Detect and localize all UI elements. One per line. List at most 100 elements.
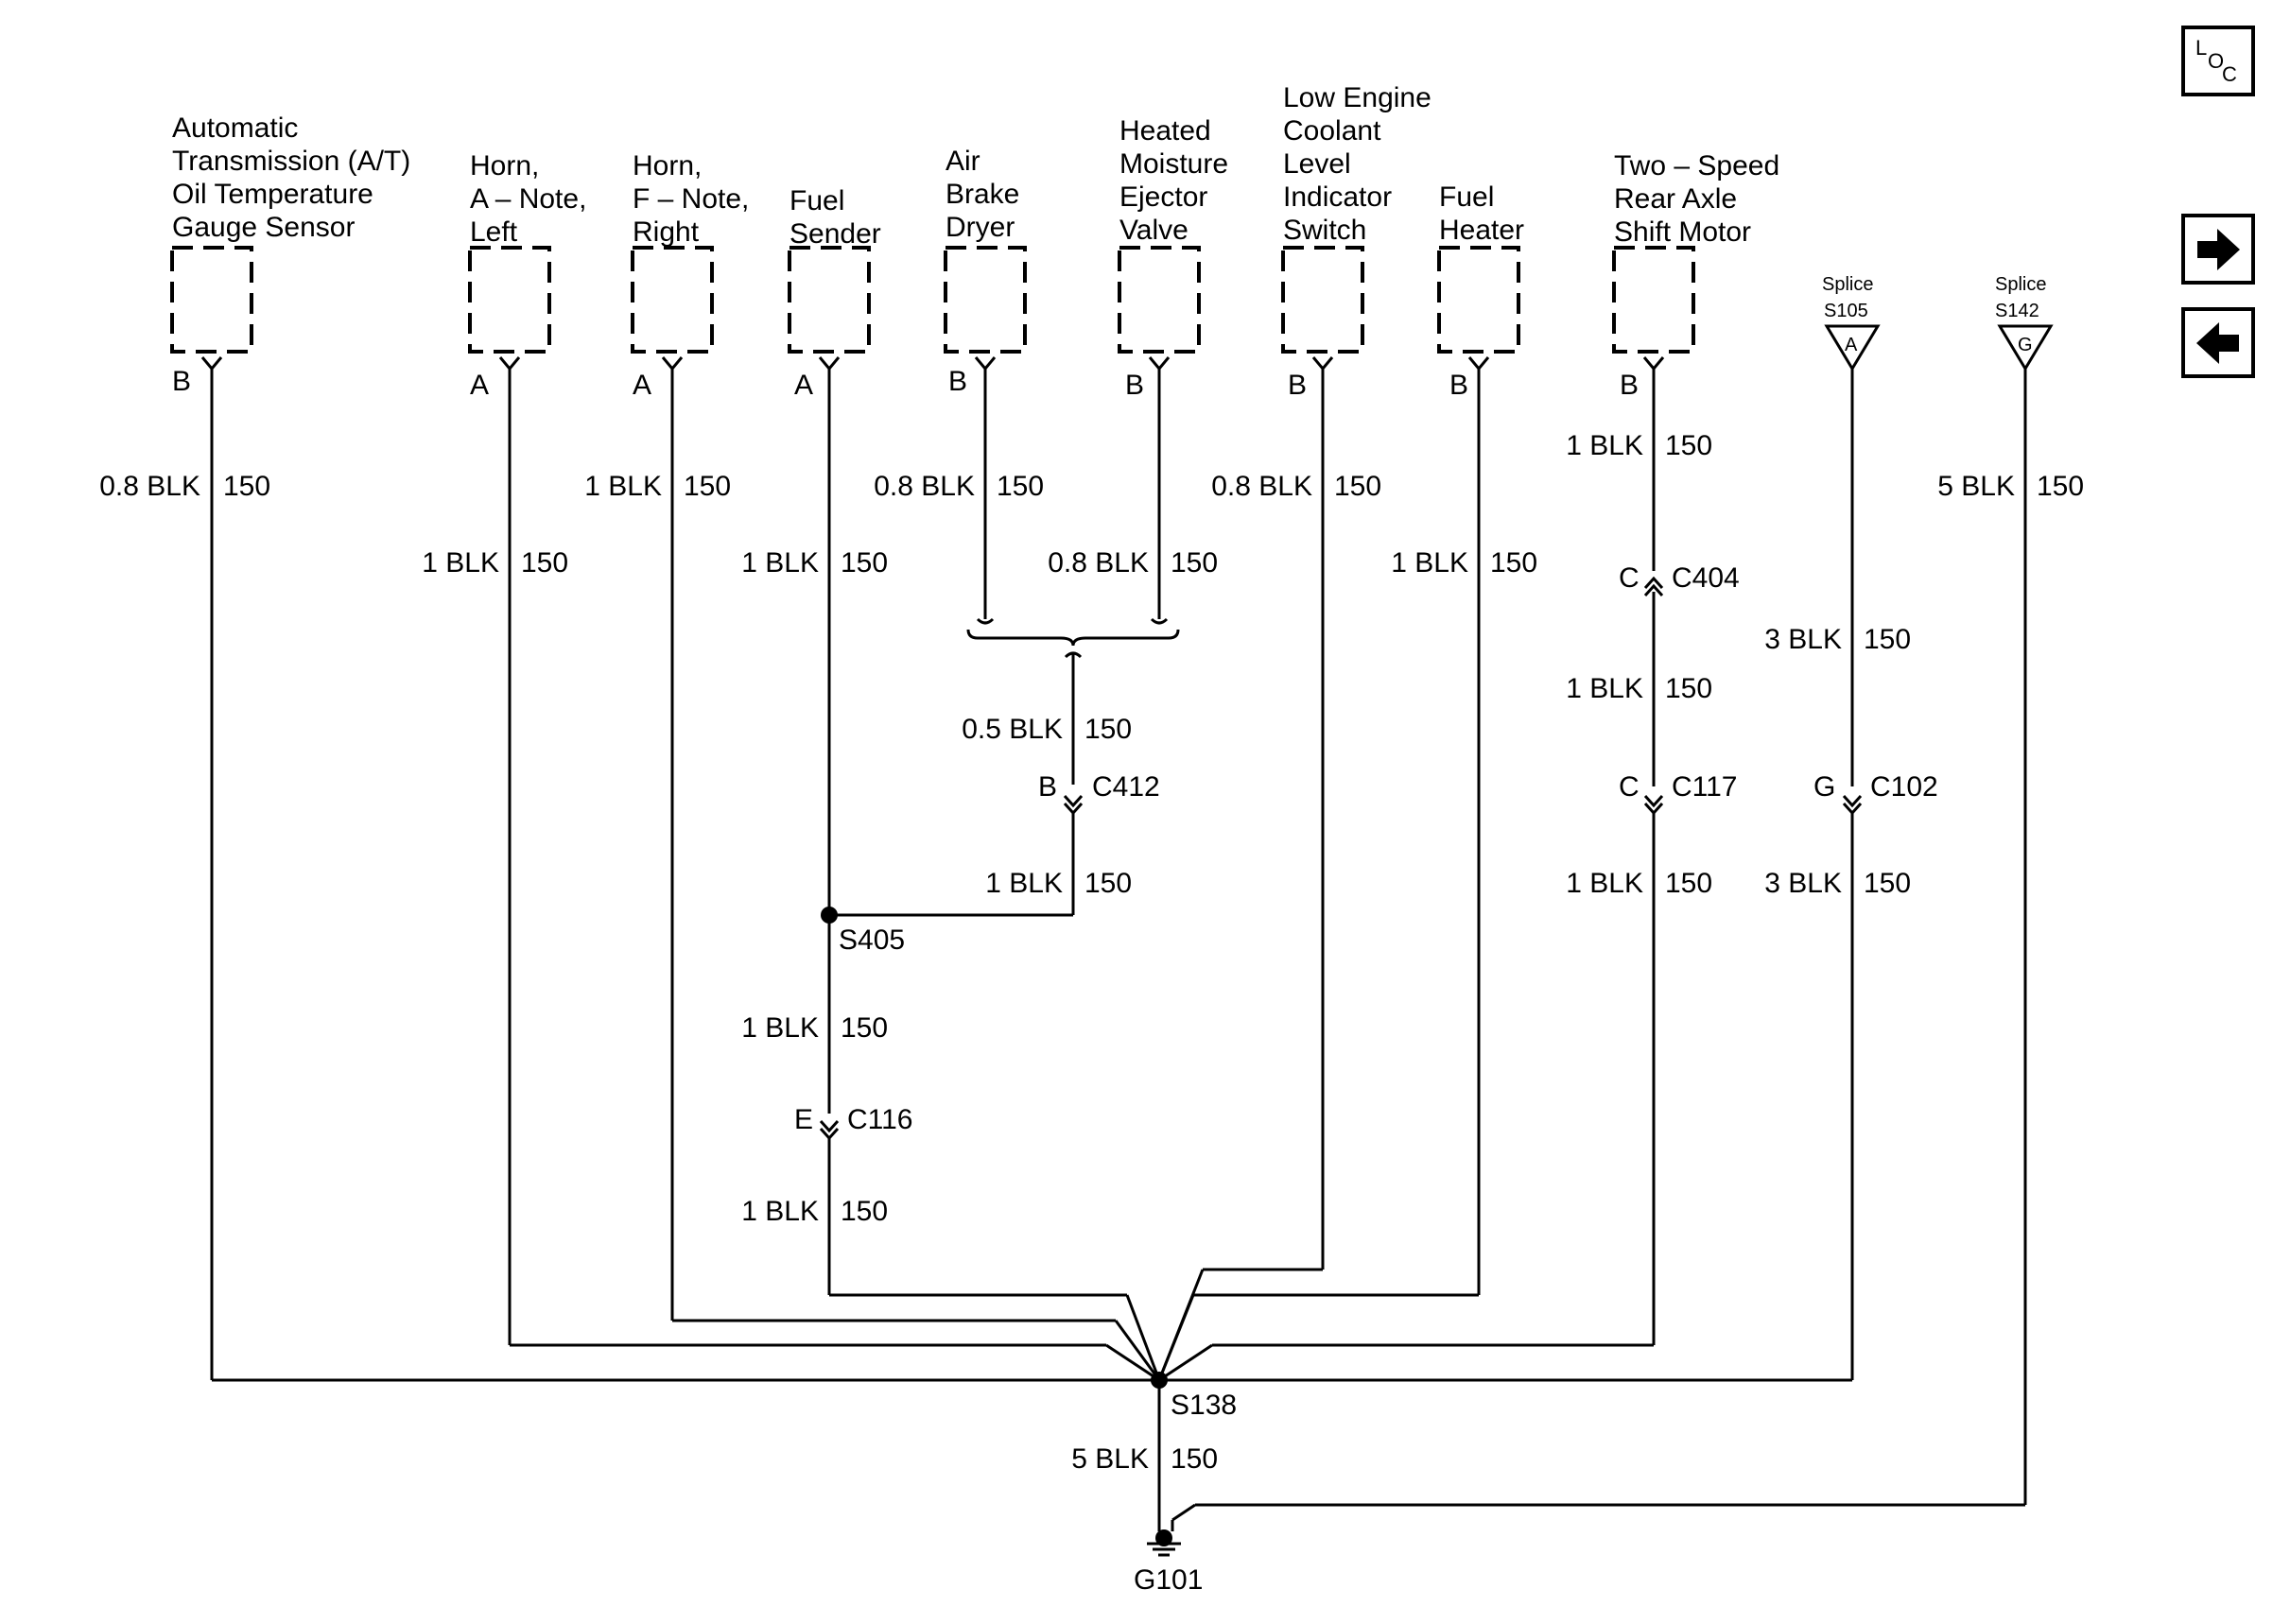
wire-size: 0.8 BLK	[1048, 547, 1149, 579]
component-label: Horn, A – Note, Left	[470, 150, 595, 248]
connector-chevron	[819, 1127, 840, 1141]
pin-label: A	[470, 370, 489, 401]
fuel-heater-box	[1437, 246, 1520, 354]
wire-size: 1 BLK	[584, 471, 662, 502]
wire-circuit: 150	[684, 471, 731, 502]
wire-size: 1 BLK	[741, 1196, 819, 1227]
wire-size: 0.5 BLK	[962, 714, 1063, 745]
pin-terminal	[498, 356, 521, 371]
wire-circuit: 150	[1665, 430, 1712, 461]
connector-chevron	[1063, 794, 1084, 808]
pin-terminal	[1148, 356, 1171, 371]
loc-letter-l: L	[2195, 36, 2207, 60]
pin-label: A	[794, 370, 813, 401]
wire-circuit: 150	[2037, 471, 2084, 502]
left-arrow-icon	[2196, 322, 2239, 364]
wire-circuit: 150	[223, 471, 270, 502]
wire-circuit: 150	[1171, 1443, 1218, 1475]
splice-label-s138: S138	[1171, 1390, 1237, 1421]
wire-size: 0.8 BLK	[99, 471, 200, 502]
component-label: Two – Speed Rear Axle Shift Motor	[1614, 150, 1787, 248]
wire-size: 1 BLK	[422, 547, 499, 579]
wire-size: 3 BLK	[1764, 624, 1842, 655]
pin-label: B	[1125, 370, 1144, 401]
pin-terminal	[661, 356, 684, 371]
connector-labels: C C404 B C412 C C117 G C102 E C116	[794, 562, 1938, 1135]
pin-label: B	[1449, 370, 1468, 401]
splice-ref-triangle	[1997, 324, 2054, 371]
merge-hook	[1150, 617, 1169, 625]
wire-circuit: 150	[1334, 471, 1381, 502]
wire-size: 1 BLK	[1566, 430, 1643, 461]
wire-size: 0.8 BLK	[874, 471, 975, 502]
splice-references: Splice S105 A Splice S142 G	[1822, 274, 2054, 371]
connector-chevron	[1063, 802, 1084, 816]
component-label: Low Engine Coolant Level Indicator Switc…	[1283, 82, 1439, 246]
wire-circuit: 150	[1864, 624, 1911, 655]
component-label: Fuel Sender	[789, 185, 881, 250]
wire-size: 1 BLK	[741, 1012, 819, 1044]
connector-name: C117	[1672, 771, 1738, 803]
horn-a-note-left-box	[468, 246, 551, 354]
pin-terminals	[200, 356, 1665, 371]
connector-pin: E	[794, 1104, 813, 1135]
connector-name: C412	[1092, 771, 1160, 803]
splice-ref-letter: G	[2018, 335, 2033, 355]
connector-chevron	[1842, 802, 1863, 816]
connector-pin: C	[1619, 562, 1640, 594]
low-coolant-switch-box	[1281, 246, 1364, 354]
inline-connectors	[819, 576, 1863, 1141]
wire-circuit: 150	[1490, 547, 1537, 579]
wire-size: 3 BLK	[1764, 868, 1842, 899]
pin-label: B	[1288, 370, 1307, 401]
splice-ref-letter: A	[1845, 335, 1858, 355]
pin-label: B	[948, 366, 967, 397]
prev-page-frame[interactable]	[2181, 307, 2255, 378]
wire-size: 5 BLK	[1071, 1443, 1149, 1475]
next-page-button[interactable]	[2181, 214, 2255, 285]
wire-size: 1 BLK	[1566, 673, 1643, 704]
connector-name: C116	[847, 1104, 913, 1135]
splice-ref-id: S142	[1995, 301, 2039, 321]
pin-terminal	[1642, 356, 1665, 371]
wire-size: 5 BLK	[1937, 471, 2015, 502]
wire	[1105, 1343, 1160, 1382]
splice-label-s405: S405	[839, 924, 905, 956]
wire-circuit: 150	[1665, 673, 1712, 704]
wire-circuit: 150	[521, 547, 568, 579]
pin-label: A	[633, 370, 651, 401]
wire	[1157, 1294, 1195, 1381]
wire-circuit: 150	[1864, 868, 1911, 899]
pin-labels: B A A A B B B B B	[172, 366, 1639, 401]
pin-terminal	[1467, 356, 1490, 371]
splice-dot-s405	[821, 907, 838, 924]
splice-ref-id: S105	[1824, 301, 1868, 321]
next-page-frame[interactable]	[2181, 214, 2255, 285]
wire	[1158, 1343, 1213, 1382]
merge-brace	[966, 629, 1180, 647]
component-boxes	[170, 246, 1695, 354]
pin-label: B	[1620, 370, 1639, 401]
heated-moisture-ejector-valve-box	[1118, 246, 1201, 354]
loc-letter-c: C	[2222, 62, 2237, 86]
loc-letter-o: O	[2208, 49, 2224, 73]
loc-button-frame[interactable]	[2181, 26, 2255, 96]
prev-page-button[interactable]	[2181, 307, 2255, 378]
wire-circuit: 150	[1084, 714, 1132, 745]
connector-pin: G	[1813, 771, 1835, 803]
connector-pin: C	[1619, 771, 1640, 803]
wire-circuit: 150	[841, 1012, 888, 1044]
two-speed-axle-motor-box	[1612, 246, 1695, 354]
component-labels: Automatic Transmission (A/T) Oil Tempera…	[172, 82, 1787, 250]
component-label: Automatic Transmission (A/T) Oil Tempera…	[172, 112, 419, 243]
splice-ref-triangle	[1824, 324, 1881, 371]
wire-circuit: 150	[1084, 868, 1132, 899]
loc-button[interactable]: L O C	[2181, 26, 2255, 96]
fuel-sender-box	[788, 246, 871, 354]
merge-hook	[1064, 651, 1083, 659]
wire-circuit: 150	[997, 471, 1044, 502]
wire-circuit: 150	[1171, 547, 1218, 579]
wires	[210, 369, 2027, 1531]
wire-circuit: 150	[841, 1196, 888, 1227]
